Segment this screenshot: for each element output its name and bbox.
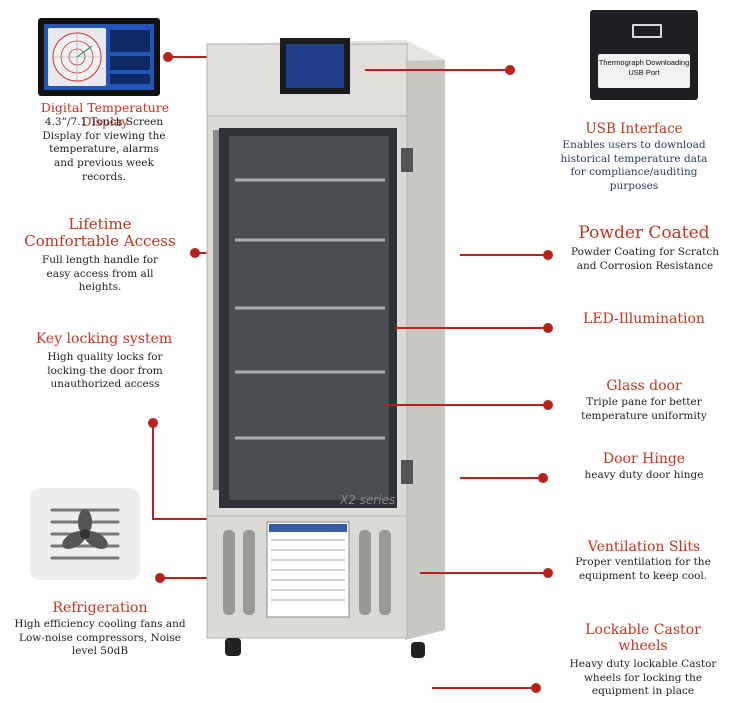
refrigeration-desc: High efficiency cooling fans and Low-noi… bbox=[14, 618, 186, 658]
castor-desc: Heavy duty lockable Castor wheels for lo… bbox=[569, 658, 717, 698]
ventilation-line bbox=[420, 572, 545, 574]
powder-coated-line bbox=[460, 254, 544, 256]
thermograph-dial bbox=[48, 28, 106, 86]
usb-inset-image: Thermograph Downloading USB Port bbox=[590, 10, 698, 100]
display-inset-image bbox=[38, 18, 160, 96]
led-line bbox=[395, 327, 545, 329]
refrigeration-inset-image bbox=[30, 488, 140, 580]
display-inset-screen bbox=[44, 24, 154, 90]
ventilation-desc: Proper ventilation for the equipment to … bbox=[575, 556, 711, 582]
refrigeration-line bbox=[160, 577, 238, 579]
door-hinge-title: Door Hinge bbox=[602, 451, 686, 467]
glass-door-title: Glass door bbox=[606, 378, 682, 394]
key-locking-title: Key locking system bbox=[35, 331, 173, 347]
door-hinge-line bbox=[460, 477, 540, 479]
castor-title: Lockable Castor wheels bbox=[585, 622, 701, 655]
door-hinge-desc: heavy duty door hinge bbox=[584, 469, 704, 481]
led-title: LED-Illumination bbox=[583, 311, 705, 327]
key-locking-vline bbox=[152, 423, 154, 520]
usb-label-text: Thermograph Downloading USB Port bbox=[598, 58, 690, 77]
usb-port-icon bbox=[632, 24, 662, 38]
glass-door-desc: Triple pane for better temperature unifo… bbox=[581, 396, 707, 422]
incubator-cabinet bbox=[205, 30, 450, 670]
key-locking-desc: High quality locks for locking the door … bbox=[47, 351, 163, 391]
temperature-panel bbox=[110, 30, 150, 52]
powder-coated-desc: Powder Coating for Scratch and Corrosion… bbox=[570, 246, 720, 272]
digital-display-title: Digital Temperature Display bbox=[40, 100, 170, 130]
alarm-panel bbox=[110, 56, 150, 70]
lifetime-access-title: Lifetime Comfortable Access bbox=[24, 215, 176, 251]
usb-callout-dot bbox=[505, 65, 515, 75]
door-hinge-dot bbox=[538, 473, 548, 483]
key-locking-hline bbox=[152, 518, 238, 520]
ventilation-title: Ventilation Slits bbox=[587, 539, 701, 555]
usb-desc: Enables users to download historical tem… bbox=[560, 139, 708, 192]
led-dot bbox=[543, 323, 553, 333]
usb-label: Thermograph Downloading USB Port bbox=[598, 54, 690, 88]
powder-coated-dot bbox=[543, 250, 553, 260]
usb-title: USB Interface bbox=[585, 121, 683, 137]
castor-dot bbox=[531, 683, 541, 693]
castor-line bbox=[432, 687, 532, 689]
touch-screen bbox=[286, 44, 344, 88]
usb-callout-line bbox=[365, 69, 505, 71]
refrigeration-title: Refrigeration bbox=[52, 600, 148, 616]
glass-door-dot bbox=[543, 400, 553, 410]
touch-screen-panel bbox=[280, 38, 350, 94]
powder-coated-title: Powder Coated bbox=[578, 223, 710, 243]
ventilation-dot bbox=[543, 568, 553, 578]
lifetime-access-desc: Full length handle for easy access from … bbox=[41, 254, 159, 294]
screen-buttons bbox=[110, 74, 150, 84]
series-label: X2 series bbox=[340, 493, 396, 507]
glass-door-line bbox=[385, 404, 545, 406]
digital-display-desc: 4.3”/7.1 Touch Screen Display for viewin… bbox=[42, 116, 166, 183]
